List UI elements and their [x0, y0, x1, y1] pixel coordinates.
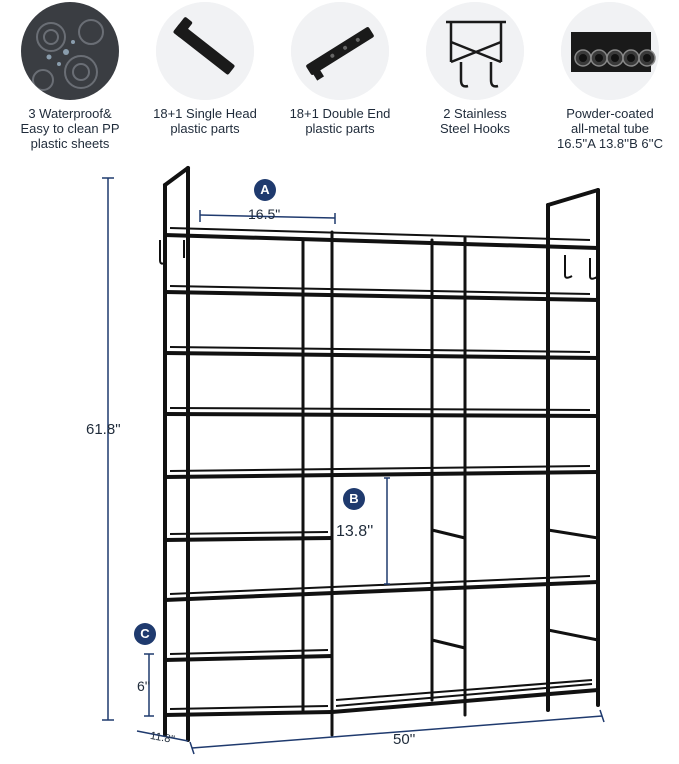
- feature-label: 2 Stainless Steel Hooks: [439, 106, 511, 136]
- feature-label: Powder-coated all-metal tube 16.5''A 13.…: [557, 106, 663, 151]
- feature-metal-tube: Powder-coated all-metal tube 16.5''A 13.…: [542, 0, 678, 151]
- pp-sheet-icon: [21, 2, 119, 100]
- metal-tube-icon: [561, 2, 659, 100]
- feature-label: 3 Waterproof& Easy to clean PP plastic s…: [20, 106, 120, 151]
- marker-a: A: [254, 179, 276, 201]
- feature-single-head-parts: 18+1 Single Head plastic parts: [137, 0, 273, 136]
- feature-pp-sheets: 3 Waterproof& Easy to clean PP plastic s…: [2, 0, 138, 151]
- height-dimension-label: 61.8": [86, 421, 121, 438]
- feature-label: 18+1 Single Head plastic parts: [153, 106, 257, 136]
- width-dimension-label: 50'': [393, 731, 416, 748]
- a-dimension-label: 16.5": [248, 206, 281, 222]
- b-dimension-label: 13.8'': [336, 523, 374, 540]
- c-dimension-label: 6'': [137, 678, 151, 694]
- marker-c: C: [134, 623, 156, 645]
- feature-label: 18+1 Double End plastic parts: [289, 106, 391, 136]
- marker-b: B: [343, 488, 365, 510]
- double-end-connector-icon: [291, 2, 389, 100]
- feature-double-end-parts: 18+1 Double End plastic parts: [272, 0, 408, 136]
- steel-hook-icon: [426, 2, 524, 100]
- single-head-connector-icon: [156, 2, 254, 100]
- feature-steel-hooks: 2 Stainless Steel Hooks: [407, 0, 543, 136]
